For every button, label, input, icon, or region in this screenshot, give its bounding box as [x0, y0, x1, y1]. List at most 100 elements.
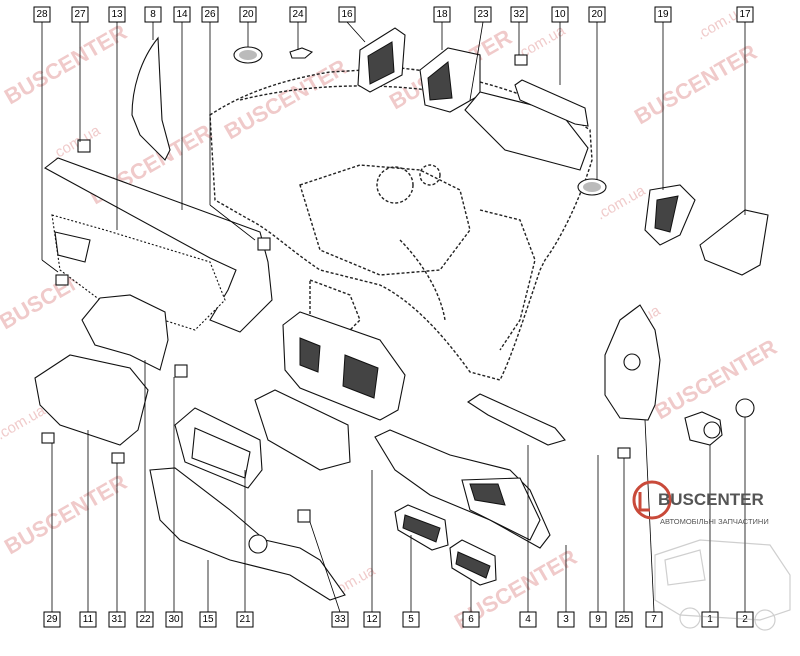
leader-lines — [41, 21, 746, 613]
part-31-clip — [111, 452, 125, 464]
part-33-clip — [297, 509, 311, 523]
callout-8: 8 — [144, 6, 162, 23]
svg-text:29: 29 — [46, 614, 58, 625]
callout-5: 5 — [402, 611, 420, 628]
callout-14: 14 — [173, 6, 191, 23]
part-26-clip — [257, 237, 271, 251]
part-17-trim — [699, 209, 769, 276]
callout-29: 29 — [43, 611, 61, 628]
svg-text:27: 27 — [74, 9, 86, 20]
callout-25: 25 — [615, 611, 633, 628]
callout-19: 19 — [654, 6, 672, 23]
watermark-brand: BUSCENTER — [0, 469, 131, 559]
part-13-top-panel — [43, 157, 273, 333]
callout-32: 32 — [510, 6, 528, 23]
svg-text:10: 10 — [554, 9, 566, 20]
watermark-domain: .com.ua — [49, 122, 104, 164]
watermark-brand: BUSCENTER — [0, 19, 131, 109]
svg-text:18: 18 — [436, 9, 448, 20]
part-2-cap — [735, 398, 755, 418]
callout-20-right: 20 — [588, 6, 606, 23]
svg-text:31: 31 — [111, 614, 123, 625]
callout-row-bottom: 29 11 31 22 30 15 21 33 12 5 6 4 3 9 25 … — [43, 611, 754, 628]
svg-text:2: 2 — [742, 614, 748, 625]
callout-20: 20 — [239, 6, 257, 23]
svg-text:26: 26 — [204, 9, 216, 20]
watermark-brand: BUSCENTER — [220, 54, 351, 144]
callout-15: 15 — [199, 611, 217, 628]
part-12-bezel — [254, 389, 351, 471]
svg-text:6: 6 — [468, 614, 474, 625]
svg-text:9: 9 — [595, 614, 601, 625]
part-27-clip — [77, 139, 91, 153]
callout-6: 6 — [462, 611, 480, 628]
logo-tagline: АВТОМОБІЛЬНІ ЗАПЧАСТИНИ — [660, 517, 769, 526]
callout-17: 17 — [736, 6, 754, 23]
callout-12: 12 — [363, 611, 381, 628]
part-4-grab-handle — [466, 393, 566, 446]
part-29-clip — [41, 432, 55, 444]
callout-7: 7 — [645, 611, 663, 628]
callout-2: 2 — [736, 611, 754, 628]
callout-26: 26 — [201, 6, 219, 23]
svg-text:1: 1 — [707, 614, 713, 625]
callout-33: 33 — [331, 611, 349, 628]
callout-30: 30 — [165, 611, 183, 628]
svg-text:3: 3 — [563, 614, 569, 625]
svg-text:25: 25 — [618, 614, 630, 625]
svg-text:17: 17 — [739, 9, 751, 20]
svg-text:11: 11 — [83, 614, 94, 625]
svg-text:8: 8 — [150, 9, 156, 20]
callout-23: 23 — [474, 6, 492, 23]
svg-text:22: 22 — [139, 614, 151, 625]
brand-logo: BUSCENTER АВТОМОБІЛЬНІ ЗАПЧАСТИНИ — [632, 480, 791, 631]
svg-text:12: 12 — [366, 614, 378, 625]
callout-28: 28 — [33, 6, 51, 23]
part-11-instrument-bracket — [34, 354, 149, 446]
part-28-clip — [55, 274, 69, 286]
callout-1: 1 — [701, 611, 719, 628]
callout-13: 13 — [108, 6, 126, 23]
callout-24: 24 — [289, 6, 307, 23]
svg-text:19: 19 — [657, 9, 669, 20]
watermark-brand: BUSCENTER — [650, 334, 781, 424]
callout-4: 4 — [519, 611, 537, 628]
svg-text:16: 16 — [341, 9, 353, 20]
svg-text:23: 23 — [477, 9, 489, 20]
callout-18: 18 — [433, 6, 451, 23]
callout-9: 9 — [589, 611, 607, 628]
van-icon — [654, 539, 791, 631]
callout-22: 22 — [136, 611, 154, 628]
svg-text:21: 21 — [239, 614, 251, 625]
svg-text:20: 20 — [242, 9, 254, 20]
svg-text:4: 4 — [525, 614, 531, 625]
part-8-side-trim — [131, 36, 171, 161]
svg-text:30: 30 — [168, 614, 180, 625]
part-30-clip — [174, 364, 188, 378]
callout-row-top: 28 27 13 8 14 26 20 24 16 18 23 32 10 20… — [33, 6, 754, 23]
callout-27: 27 — [71, 6, 89, 23]
logo-b-icon — [638, 492, 650, 512]
svg-text:24: 24 — [292, 9, 304, 20]
svg-text:20: 20 — [591, 9, 603, 20]
part-15-lower-console — [149, 467, 346, 601]
part-28-hood-window — [54, 231, 91, 263]
callout-11: 11 — [79, 611, 97, 628]
svg-text:33: 33 — [334, 614, 346, 625]
svg-text:28: 28 — [36, 9, 48, 20]
svg-text:32: 32 — [513, 9, 525, 20]
part-11-upper-bracket — [81, 294, 169, 371]
callout-10: 10 — [551, 6, 569, 23]
svg-text:14: 14 — [176, 9, 188, 20]
callout-21: 21 — [236, 611, 254, 628]
parts — [34, 27, 769, 601]
svg-text:7: 7 — [651, 614, 657, 625]
part-25-clip — [617, 447, 631, 459]
logo-ring-icon — [632, 480, 672, 520]
callout-16: 16 — [338, 6, 356, 23]
svg-text:15: 15 — [202, 614, 214, 625]
svg-text:13: 13 — [111, 9, 123, 20]
part-24-clip — [289, 47, 314, 59]
callout-31: 31 — [108, 611, 126, 628]
